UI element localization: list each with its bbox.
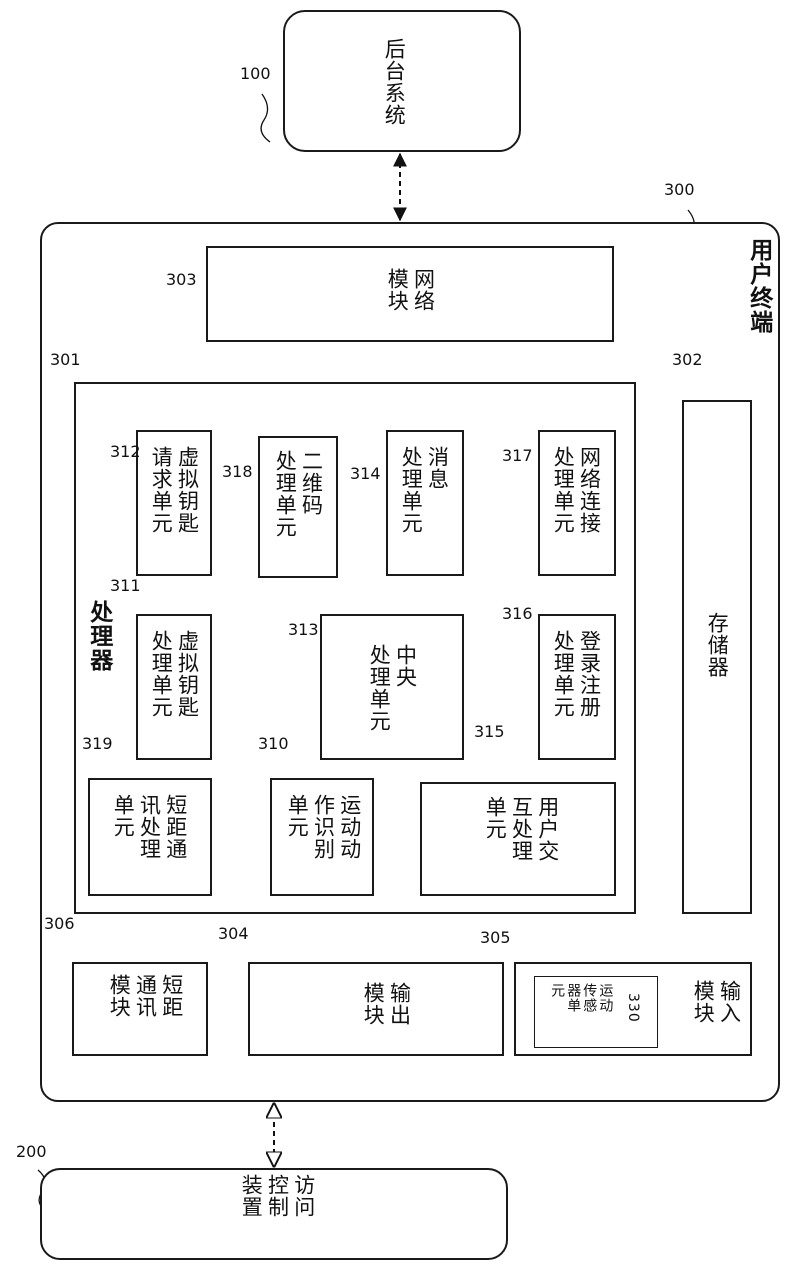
access-device-label: 访问控制装置 [238, 1174, 317, 1218]
net-conn-unit-block: 网络连接处理单元 [538, 430, 616, 576]
qr-unit-block: 二维码处理单元 [258, 436, 338, 578]
short-range-unit-label: 短距通讯处理单元 [110, 794, 189, 860]
ref-302: 302 [672, 350, 703, 369]
motion-sensor-unit-ref: 330 [625, 993, 641, 1023]
net-conn-unit-label: 网络连接处理单元 [550, 446, 603, 534]
ref-319: 319 [82, 734, 113, 753]
short-range-module-block: 短距通讯模块 [72, 962, 208, 1056]
motion-sensor-unit-block: 运动传感器单元 330 [534, 976, 658, 1048]
message-unit-label: 消息处理单元 [398, 446, 451, 534]
ref-312: 312 [110, 442, 141, 461]
ref-300: 300 [664, 180, 695, 199]
network-module-label: 网络模块 [384, 268, 437, 312]
vkey-request-unit-label: 虚拟钥匙请求单元 [148, 446, 201, 534]
motion-recog-unit-label: 运动动作识别单元 [284, 794, 363, 860]
motion-recog-unit-block: 运动动作识别单元 [270, 778, 374, 896]
ref-316: 316 [502, 604, 533, 623]
ref-100: 100 [240, 64, 271, 83]
qr-unit-label: 二维码处理单元 [272, 450, 325, 538]
ref-315: 315 [474, 722, 505, 741]
ref-304: 304 [218, 924, 249, 943]
ref-318: 318 [222, 462, 253, 481]
ref-317: 317 [502, 446, 533, 465]
ref-303: 303 [166, 270, 197, 289]
ref-200: 200 [16, 1142, 47, 1161]
storage-label: 存储器 [704, 612, 730, 678]
ref-310: 310 [258, 734, 289, 753]
access-device-block: 访问控制装置 [40, 1168, 508, 1260]
short-range-module-label: 短距通讯模块 [106, 974, 185, 1018]
login-reg-unit-label: 登录注册处理单元 [550, 630, 603, 718]
processor-label: 处理器 [84, 600, 113, 672]
ref-314: 314 [350, 464, 381, 483]
vkey-request-unit-block: 虚拟钥匙请求单元 [136, 430, 212, 576]
vkey-proc-unit-block: 虚拟钥匙处理单元 [136, 614, 212, 760]
cpu-unit-block: 中央处理单元 [320, 614, 464, 760]
ref-311: 311 [110, 576, 141, 595]
user-terminal-label: 用户终端 [744, 238, 773, 334]
ref-305: 305 [480, 928, 511, 947]
backend-system-label: 后台系统 [381, 38, 407, 126]
backend-system-block: 后台系统 [283, 10, 521, 152]
ref-301: 301 [50, 350, 81, 369]
motion-sensor-unit-label: 运动传感器单元 [549, 983, 613, 1013]
ref-313: 313 [288, 620, 319, 639]
output-module-block: 输出模块 [248, 962, 504, 1056]
network-module-block: 网络模块 [206, 246, 614, 342]
login-reg-unit-block: 登录注册处理单元 [538, 614, 616, 760]
vkey-proc-unit-label: 虚拟钥匙处理单元 [148, 630, 201, 718]
user-interaction-unit-label: 用户交互处理单元 [482, 796, 561, 862]
input-module-label: 输入模块 [690, 980, 743, 1024]
message-unit-block: 消息处理单元 [386, 430, 464, 576]
ref-306: 306 [44, 914, 75, 933]
short-range-unit-block: 短距通讯处理单元 [88, 778, 212, 896]
output-module-label: 输出模块 [360, 982, 413, 1026]
storage-block: 存储器 [682, 400, 752, 914]
user-interaction-unit-block: 用户交互处理单元 [420, 782, 616, 896]
cpu-unit-label: 中央处理单元 [366, 644, 419, 732]
